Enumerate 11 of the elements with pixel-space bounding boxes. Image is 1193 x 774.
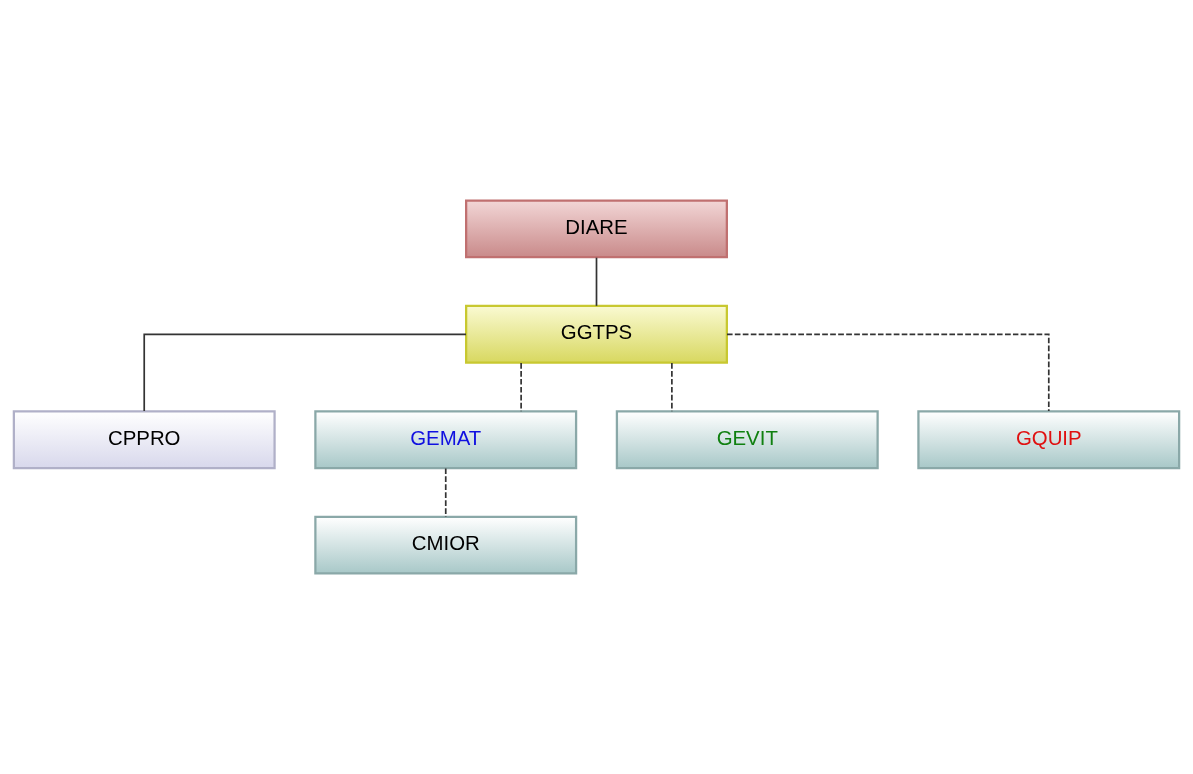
connector bbox=[726, 333, 1050, 412]
node-box: GEMAT bbox=[314, 410, 578, 470]
node-box: CMIOR bbox=[314, 515, 578, 575]
node-box: GGTPS bbox=[465, 304, 728, 364]
connector bbox=[143, 333, 467, 412]
node-box: CPPRO bbox=[12, 410, 276, 470]
connector bbox=[595, 256, 598, 307]
connector bbox=[444, 467, 447, 518]
node-box: GQUIP bbox=[917, 410, 1181, 470]
node-box: DIARE bbox=[465, 199, 728, 259]
node-box: GEVIT bbox=[615, 410, 879, 470]
